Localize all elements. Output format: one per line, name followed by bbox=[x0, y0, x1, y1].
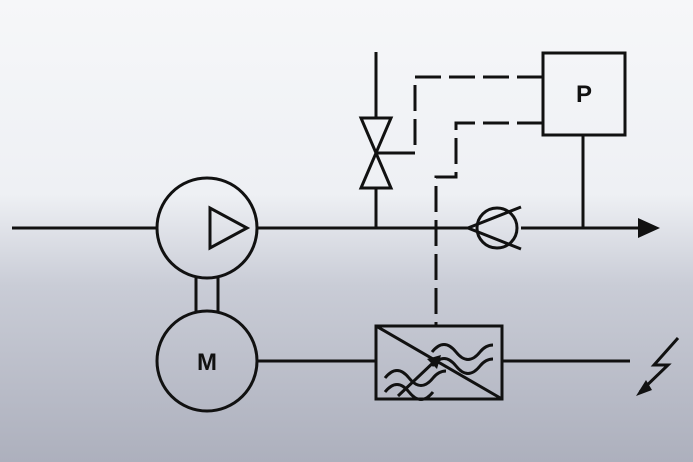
lightning-icon bbox=[638, 337, 680, 394]
motor-symbol-icon: M bbox=[155, 309, 259, 413]
frequency-converter-icon bbox=[374, 324, 504, 401]
valve-signal-line bbox=[413, 75, 543, 153]
control-valve-icon bbox=[358, 52, 415, 228]
motor-label: M bbox=[197, 349, 217, 376]
check-valve-icon bbox=[463, 205, 522, 251]
lightning-tip bbox=[636, 380, 652, 396]
flow-arrow-icon bbox=[638, 218, 660, 238]
shaft-coupling bbox=[194, 278, 220, 311]
pressure-label: P bbox=[576, 81, 592, 108]
pump-symbol-icon bbox=[155, 176, 259, 280]
converter-signal-line bbox=[434, 121, 543, 326]
pressure-transmitter-icon: P bbox=[541, 51, 627, 228]
